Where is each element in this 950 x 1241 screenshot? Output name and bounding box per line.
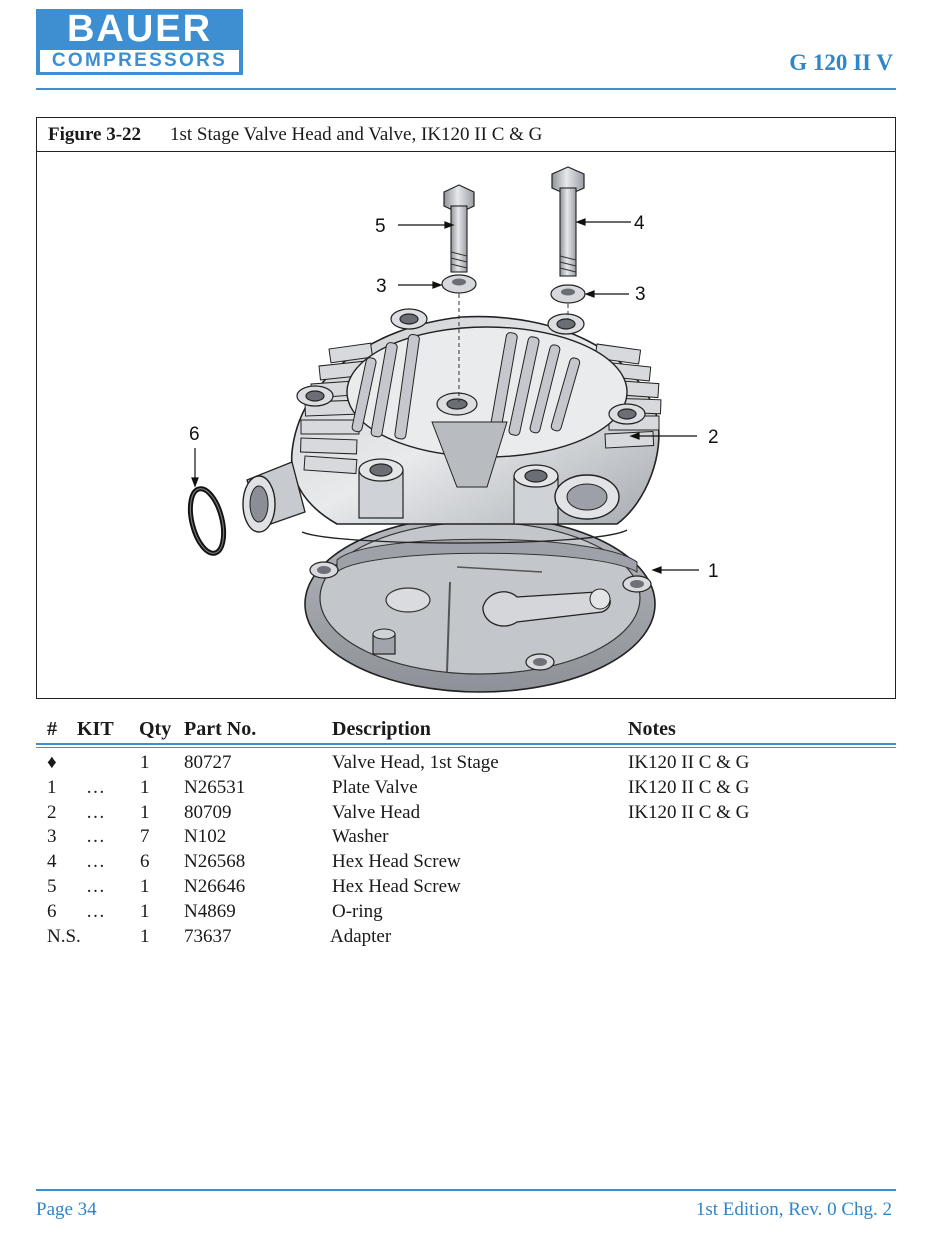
table-body: ♦ 1 80727 Valve Head, 1st Stage IK120 II… (36, 751, 896, 949)
header-num: # (47, 718, 57, 740)
figure-caption: Figure 3-22 1st Stage Valve Head and Valv… (37, 118, 895, 152)
callout-3-right: 3 (635, 284, 646, 305)
row-notes: IK120 II C & G (628, 776, 750, 798)
callout-4: 4 (634, 213, 645, 234)
o-ring (187, 486, 227, 556)
row-num: N.S. (47, 925, 81, 947)
row-description: Hex Head Screw (332, 851, 461, 873)
row-qty: 1 (140, 875, 150, 897)
row-kit: … (86, 875, 105, 897)
table-row: 1 … 1 N26531 Plate Valve IK120 II C & G (36, 776, 896, 801)
footer-rule (36, 1189, 896, 1191)
table-header-rule (36, 743, 896, 745)
row-description: Adapter (330, 925, 392, 947)
figure-label: Figure 3-22 (48, 124, 142, 145)
table-row: 6 … 1 N4869 O-ring (36, 900, 896, 925)
callout-leaders (191, 218, 699, 574)
table-row: ♦ 1 80727 Valve Head, 1st Stage IK120 II… (36, 751, 896, 776)
figure-title: 1st Stage Valve Head and Valve, IK120 II… (170, 124, 543, 145)
row-qty: 7 (140, 826, 150, 848)
row-notes: IK120 II C & G (628, 801, 750, 823)
bauer-logo: BAUER COMPRESSORS (36, 9, 243, 75)
row-part-no: 73637 (184, 925, 232, 947)
row-num: 4 (47, 851, 57, 873)
row-part-no: N26568 (184, 851, 246, 873)
row-kit: … (86, 851, 105, 873)
table-row: N.S. 1 73637 Adapter (36, 925, 896, 950)
hex-head-screw-long (551, 166, 585, 277)
header-notes: Notes (628, 718, 676, 740)
table-row: 2 … 1 80709 Valve Head IK120 II C & G (36, 801, 896, 826)
header-part-no: Part No. (184, 718, 257, 740)
row-qty: 6 (140, 851, 150, 873)
row-num: 6 (47, 900, 57, 922)
row-part-no: N102 (184, 826, 227, 848)
row-kit: … (86, 801, 105, 823)
row-num: 2 (47, 801, 57, 823)
page-number: Page 34 (36, 1199, 97, 1220)
row-description: Plate Valve (332, 776, 418, 798)
row-num: 5 (47, 875, 57, 897)
row-qty: 1 (140, 900, 150, 922)
row-qty: 1 (140, 801, 150, 823)
row-part-no: 80727 (184, 752, 232, 773)
callout-1: 1 (708, 561, 719, 582)
row-kit: … (86, 900, 105, 922)
hex-head-screw-short (443, 184, 475, 273)
table-row: 3 … 7 N102 Washer (36, 825, 896, 850)
callout-2: 2 (708, 427, 719, 448)
row-kit: … (86, 826, 105, 848)
callout-6: 6 (189, 424, 200, 445)
row-part-no: N4869 (184, 900, 236, 922)
plate-valve (304, 515, 656, 693)
washer-left (441, 274, 477, 402)
logo-wordmark: BAUER (66, 8, 213, 50)
row-part-no: N26531 (184, 776, 246, 798)
callout-5: 5 (375, 216, 386, 237)
header-description: Description (332, 718, 431, 740)
row-description: Valve Head (332, 801, 421, 823)
table-row: 5 … 1 N26646 Hex Head Screw (36, 875, 896, 900)
callout-3-left: 3 (376, 276, 387, 297)
row-num: 3 (47, 826, 57, 848)
header-kit: KIT (77, 718, 114, 740)
table-header-rule-thin (36, 747, 896, 748)
row-description: O-ring (332, 900, 383, 922)
washer-right (550, 284, 586, 320)
row-description: Washer (332, 826, 389, 848)
row-part-no: 80709 (184, 801, 232, 823)
edition-info: 1st Edition, Rev. 0 Chg. 2 (695, 1199, 892, 1220)
row-qty: 1 (140, 752, 150, 773)
table-row: 4 … 6 N26568 Hex Head Screw (36, 850, 896, 875)
row-qty: 1 (140, 776, 150, 798)
row-num: 1 (47, 776, 57, 798)
row-kit: … (86, 776, 105, 798)
model-title: G 120 II V (789, 50, 893, 75)
row-notes: IK120 II C & G (628, 752, 750, 773)
row-num: ♦ (47, 752, 57, 773)
exploded-view-illustration: 5 4 3 3 6 2 1 (187, 166, 719, 693)
logo-subtitle: COMPRESSORS (40, 50, 239, 72)
header-qty: Qty (139, 718, 172, 740)
figure-box: Figure 3-22 1st Stage Valve Head and Valv… (36, 117, 896, 699)
row-qty: 1 (140, 925, 150, 947)
header-rule (36, 88, 896, 90)
row-description: Valve Head, 1st Stage (332, 752, 499, 773)
row-description: Hex Head Screw (332, 875, 461, 897)
row-part-no: N26646 (184, 875, 246, 897)
valve-head (242, 308, 662, 544)
